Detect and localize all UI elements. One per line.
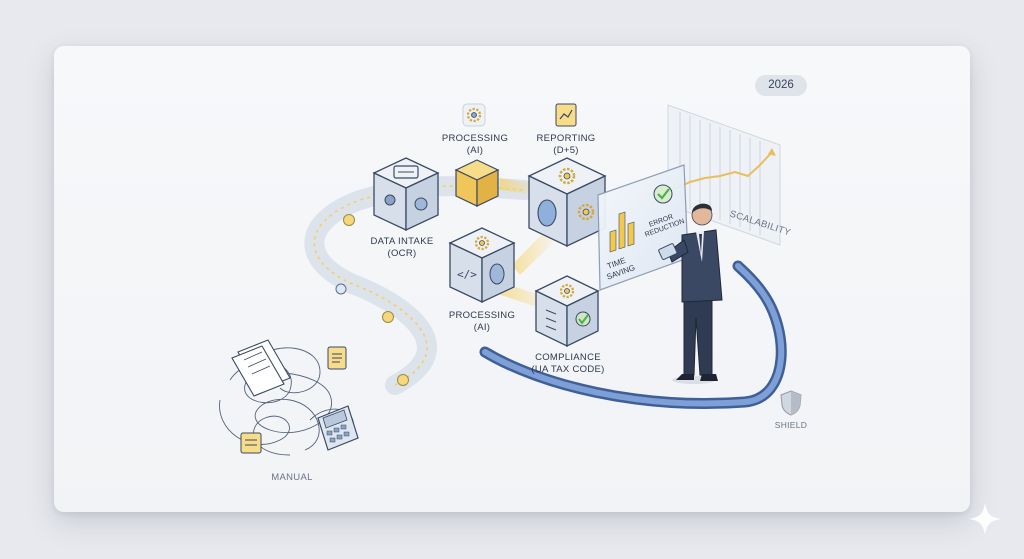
label-processing-mid: PROCESSING (AI) [444,310,520,334]
chart-icon [555,103,577,127]
scan-icon [393,165,419,179]
businessman-figure [658,203,723,384]
gear-icon [474,235,490,251]
label-shield: SHIELD [774,420,808,430]
check-icon [653,184,673,204]
cube-processing-mid: </> [448,227,516,304]
calculator-icon [317,405,359,451]
label-line: DATA INTAKE [370,236,434,247]
code-icon: </> [457,268,477,281]
gear-icon [559,283,575,299]
label-processing-top: PROCESSING (AI) [437,133,513,157]
label-line: PROCESSING [448,310,516,321]
cube-reporting [527,157,607,248]
gear-icon [558,167,576,185]
label-line: PROCESSING [441,133,509,144]
checklist-icon [545,309,557,331]
cube-data-intake [372,157,440,232]
receipt-icon [240,432,262,454]
label-line: (D+5) [553,145,579,156]
label-compliance: COMPLIANCE (UA TAX CODE) [524,352,612,376]
path-node [397,374,409,386]
gear-icon [462,103,486,127]
label-line: (AI) [473,322,491,333]
sparkle-icon [969,503,1001,535]
label-line: COMPLIANCE [535,352,601,363]
label-line: REPORTING [536,133,596,144]
label-manual: MANUAL [271,472,313,483]
path-node [382,311,394,323]
path-node [343,214,355,226]
document-icon [327,346,347,370]
gear-icon [577,203,595,221]
path-node [335,283,347,295]
label-line: (AI) [466,145,484,156]
label-line: (OCR) [387,248,417,259]
year-badge: 2026 [755,75,807,96]
label-data-intake: DATA INTAKE (OCR) [364,236,440,260]
cube-processing-small [454,159,500,207]
label-reporting: REPORTING (D+5) [530,133,602,157]
label-line: (UA TAX CODE) [531,364,605,375]
shield-arc [479,260,787,409]
cube-compliance [534,275,600,348]
document-stack-icon [231,339,291,397]
shield-icon [780,390,802,416]
bar-chart-icon [609,211,635,253]
